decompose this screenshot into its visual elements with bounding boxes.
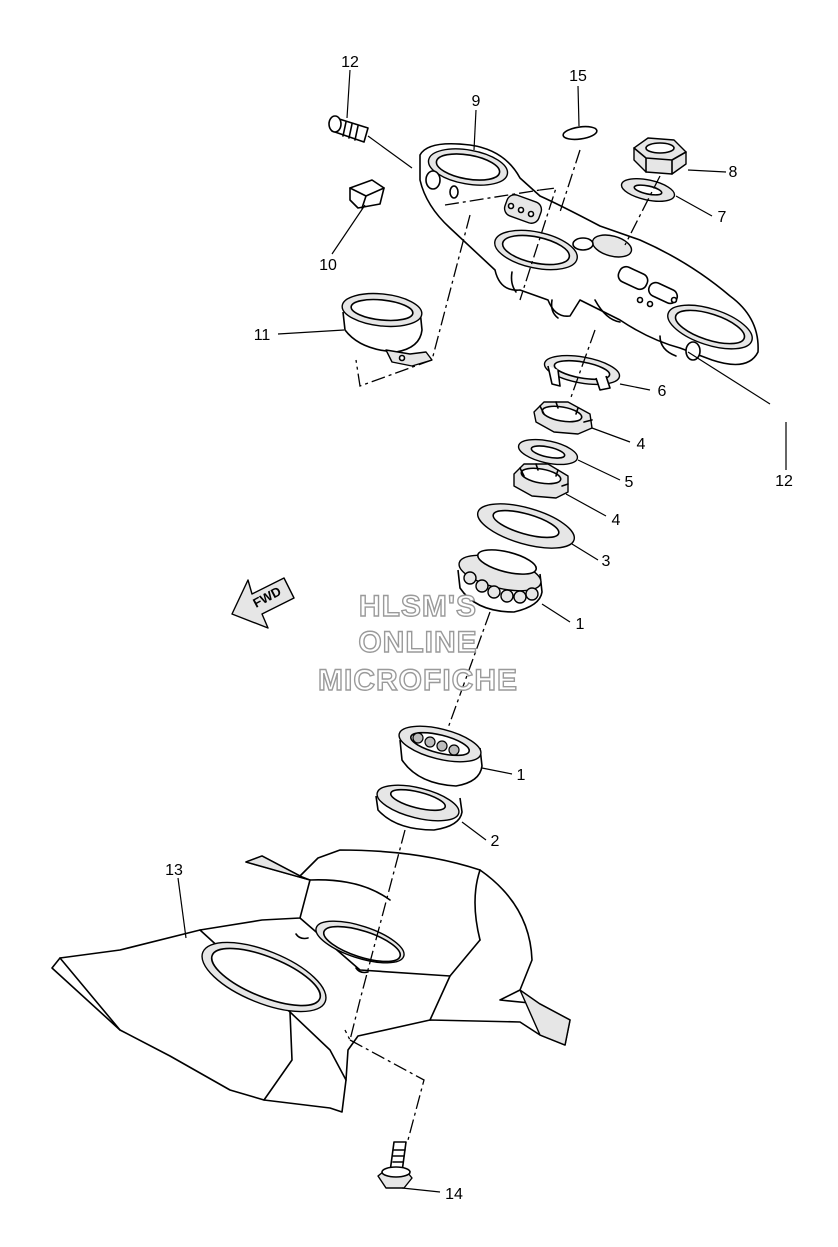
part-6-lock-washer[interactable] [542,351,621,391]
callout-9: 9 [472,93,481,110]
fwd-arrow-icon: FWD [231,577,295,629]
watermark-line2: ONLINE [358,626,477,659]
part-1-bearing-upper[interactable] [456,545,545,613]
part-4-ring-nut-lower[interactable] [513,463,569,499]
callout-3: 3 [602,553,611,570]
callout-12-right: 12 [775,473,793,490]
callout-4-upper: 4 [637,436,646,453]
callouts: 12 9 15 8 7 10 11 6 4 12 5 4 3 1 1 2 13 … [165,54,793,1203]
callout-4-lower: 4 [612,512,621,529]
callout-12-left: 12 [341,54,359,71]
part-13-under-bracket[interactable] [51,849,571,1113]
part-4-ring-nut-upper[interactable] [533,401,593,435]
callout-15: 15 [569,68,587,85]
part-3-seal[interactable] [473,495,579,557]
part-11-clamp[interactable] [341,290,433,367]
callout-7: 7 [718,209,727,226]
part-8-nut[interactable] [633,137,687,175]
callout-6: 6 [658,383,667,400]
part-12-bolt-left[interactable] [328,115,413,169]
part-9-upper-bracket[interactable] [419,142,759,366]
callout-5: 5 [625,474,634,491]
callout-1-lower: 1 [517,767,526,784]
callout-8: 8 [729,164,738,181]
watermark-line1: HLSM'S [359,590,477,623]
part-1-bearing-lower[interactable] [396,719,485,787]
part-14-bolt[interactable] [377,1141,413,1189]
callout-1-upper: 1 [576,616,585,633]
assembly-lines [344,149,661,1141]
watermark-line3: MICROFICHE [318,664,518,697]
callout-2: 2 [491,833,500,850]
callout-14: 14 [445,1186,463,1203]
leader-lines [177,69,787,1193]
part-2-seal[interactable] [374,778,463,831]
part-5-washer[interactable] [516,435,579,469]
callout-11: 11 [254,327,271,344]
part-7-washer[interactable] [620,175,677,206]
callout-10: 10 [319,257,337,274]
part-10-block[interactable] [349,179,385,209]
watermark: HLSM'S ONLINE MICROFICHE [317,589,518,697]
part-15-label[interactable] [562,125,598,142]
callout-13: 13 [165,862,183,879]
